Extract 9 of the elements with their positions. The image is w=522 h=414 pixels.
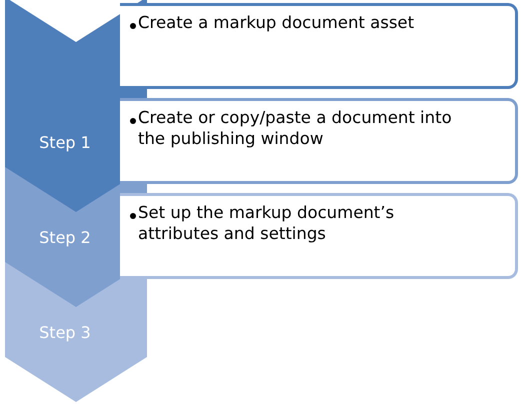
text-box	[120, 98, 518, 184]
bullet-text: Create a markup document asset	[138, 12, 416, 33]
text-box	[120, 3, 518, 89]
step-label: Step 2	[38, 228, 92, 248]
step-label: Step 3	[38, 323, 92, 343]
bullet-text: Set up the markup document’s attributes and settings	[138, 202, 396, 244]
step-label: Step 1	[38, 133, 92, 153]
bullet-text: Create or copy/paste a document into the publishing window	[138, 107, 453, 149]
text-box	[120, 193, 518, 279]
